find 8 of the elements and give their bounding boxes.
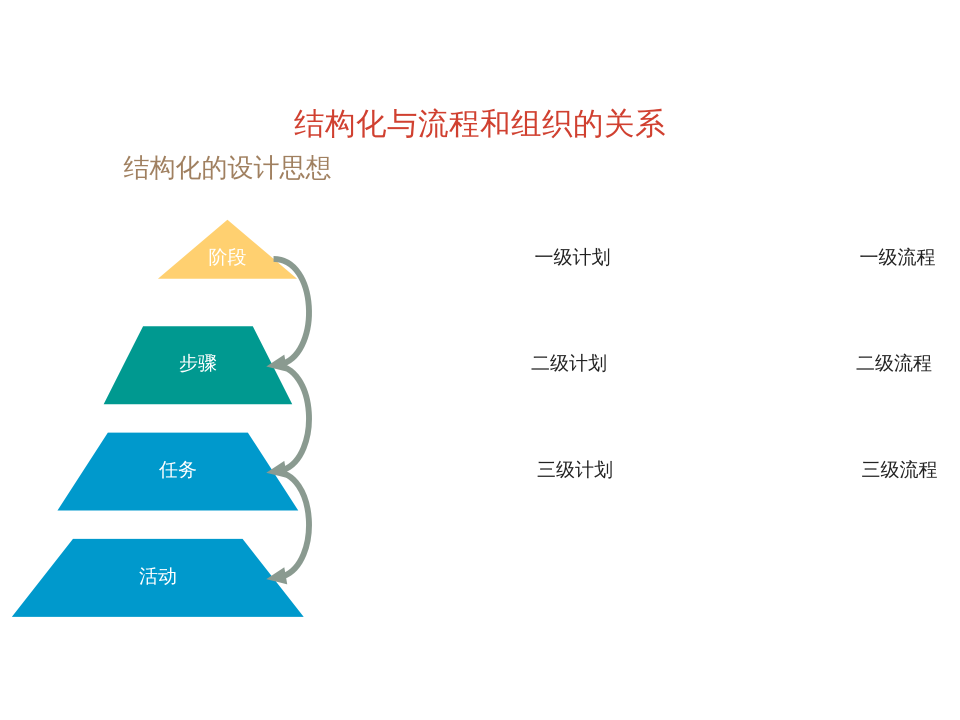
label: 结构化的设计思想 (123, 152, 332, 183)
label: 一级流程 (859, 246, 936, 268)
diagram-title: 结构化与流程和组织的关系 (294, 106, 666, 142)
label: 三级计划 (536, 458, 613, 481)
label: 三级流程 (862, 458, 938, 481)
label: 二级流程 (856, 352, 932, 374)
label: 一级计划 (534, 246, 610, 268)
label: 二级计划 (530, 352, 607, 374)
